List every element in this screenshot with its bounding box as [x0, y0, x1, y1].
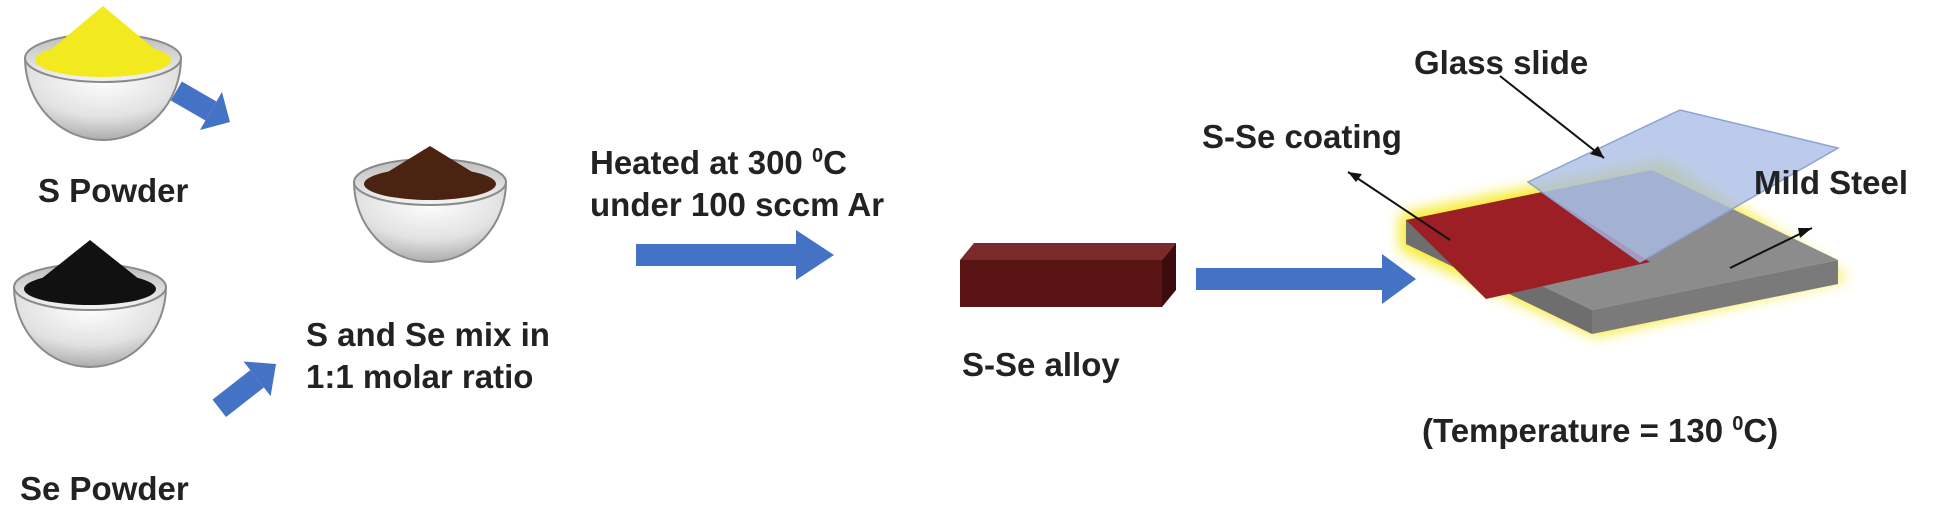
sulfur-powder-pile [36, 6, 170, 71]
selenium-powder-pile [26, 240, 154, 300]
arrow-heating-step [636, 230, 834, 280]
s-se-coating-layer [1406, 192, 1650, 299]
coating-pointer [1347, 171, 1451, 241]
glass-slide [1526, 109, 1841, 263]
mild-steel-plate [1347, 75, 1848, 336]
mix-label-line1: S and Se mix in [306, 316, 550, 353]
arrow-sulfur-to-mix [170, 81, 230, 131]
heating-label-line2: under 100 sccm Ar [590, 186, 885, 223]
s-powder-label: S Powder [38, 172, 189, 209]
glass-pointer [1499, 75, 1605, 159]
coating-label: S-Se coating [1202, 118, 1402, 155]
mild-steel-label: Mild Steel [1754, 164, 1909, 201]
mix-label-line2: 1:1 molar ratio [306, 358, 534, 395]
glass-slide-label: Glass slide [1414, 44, 1589, 81]
mixed-powder-pile [365, 146, 495, 195]
mixed-powder-bowl-icon [352, 146, 508, 263]
sulfur-bowl-icon [23, 6, 183, 141]
selenium-bowl-icon [12, 240, 168, 368]
se-powder-label: Se Powder [20, 470, 189, 507]
arrow-coating-step [1196, 254, 1416, 304]
s-se-alloy-block [960, 243, 1176, 307]
steel-pointer [1729, 227, 1813, 269]
alloy-label: S-Se alloy [962, 346, 1120, 383]
arrow-selenium-to-mix [212, 361, 276, 417]
temperature-label: (Temperature = 130 0C) [1422, 412, 1779, 449]
heating-label-line1: Heated at 300 0C [590, 144, 847, 181]
